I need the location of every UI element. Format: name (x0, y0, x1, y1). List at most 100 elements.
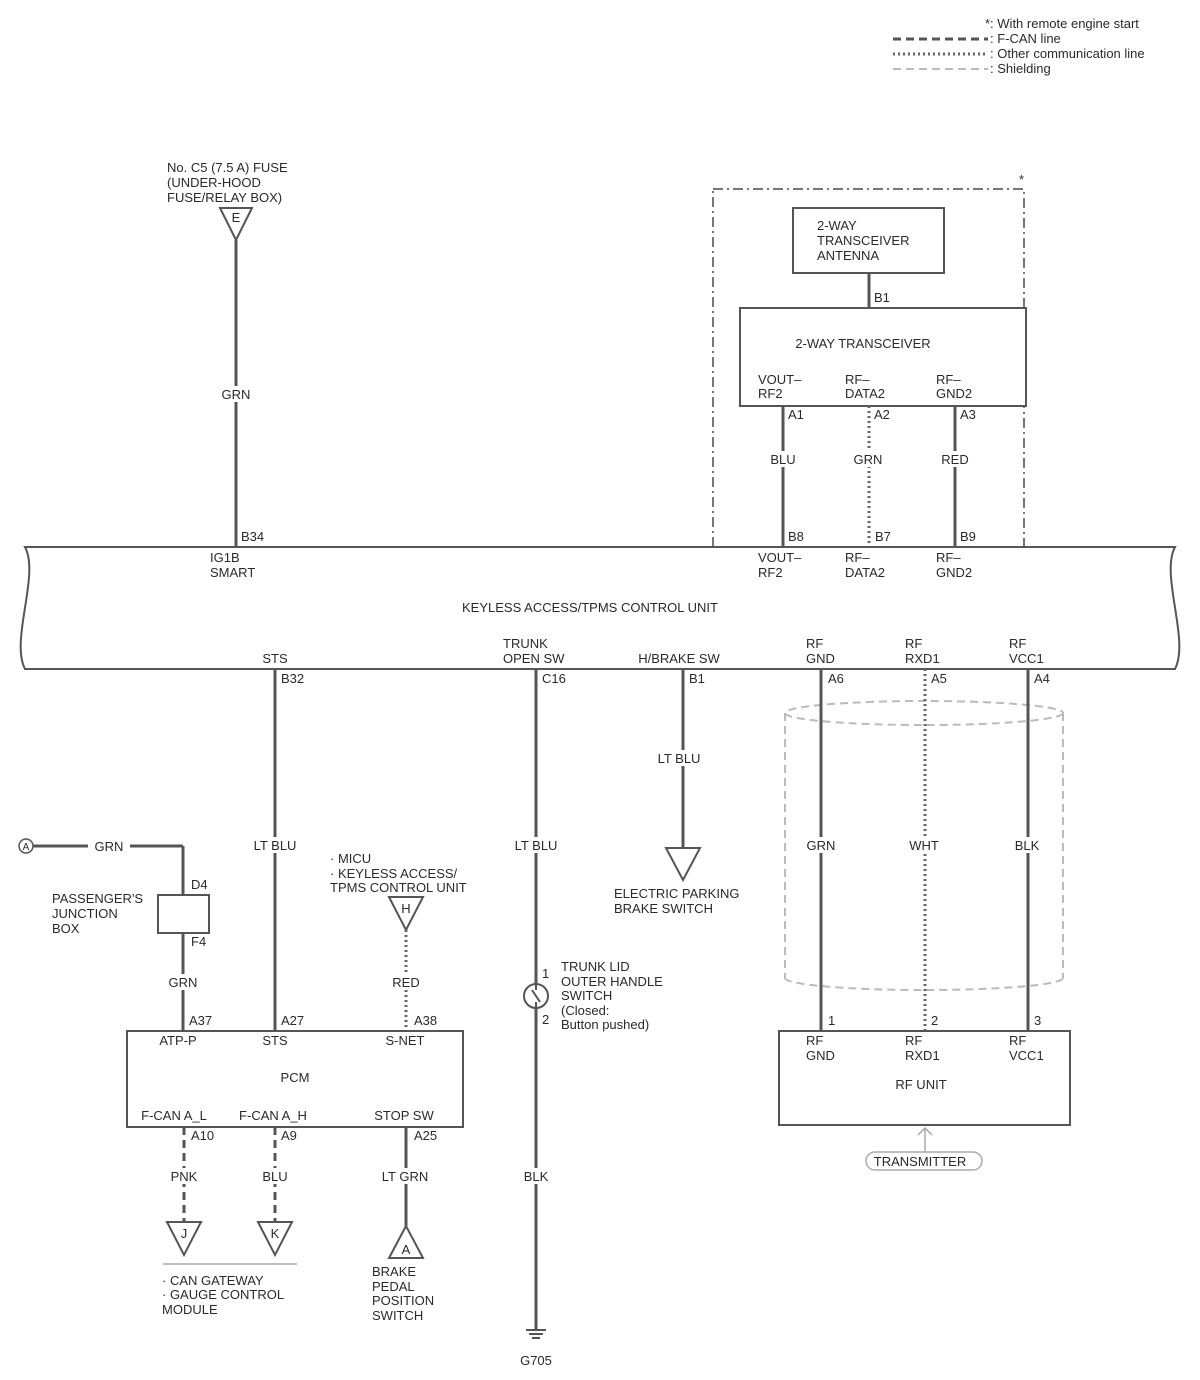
junction-box-circuit: A GRN D4 F4 PASSENGER'S JUNCTION BOX GRN… (18, 838, 212, 1031)
wire-lt-blu-sts-label: LT BLU (254, 838, 297, 853)
unit-sig-trunk-2: OPEN SW (503, 651, 565, 666)
pin-c16: C16 (542, 671, 566, 686)
unit-sig-ig1b: IG1B (210, 550, 240, 565)
rf-unit-vcc-2: VCC1 (1009, 1048, 1044, 1063)
wire-grn-rf-label: GRN (807, 838, 836, 853)
epb-switch-triangle (664, 847, 702, 883)
trunk-switch-label-1: TRUNK LID (561, 959, 630, 974)
unit-sig-vout-1: VOUT– (758, 550, 802, 565)
rf-unit-rxd-1: RF (905, 1033, 922, 1048)
sts-circuit: B32 LT BLU A27 (248, 669, 304, 1031)
pin-a27: A27 (281, 1013, 304, 1028)
rf-unit-gnd-2: GND (806, 1048, 835, 1063)
legend-other: : Other communication line (990, 46, 1145, 61)
epb-label-2: BRAKE SWITCH (614, 901, 713, 916)
trunk-circuit: C16 LT BLU 1 2 TRUNK LID OUTER HANDLE SW… (509, 669, 663, 1368)
unit-sig-gnd2-2: GND2 (936, 565, 972, 580)
rf-unit-box (778, 1030, 1071, 1126)
pin-a3: A3 (960, 407, 976, 422)
trunk-switch-pin2: 2 (542, 1012, 549, 1027)
fuse-block: No. C5 (7.5 A) FUSE (UNDER-HOOD FUSE/REL… (167, 160, 288, 547)
unit-sig-smart: SMART (210, 565, 255, 580)
rf-pin-3: 3 (1034, 1013, 1041, 1028)
pin-b7: B7 (875, 529, 891, 544)
pcm-block: ATP-P STS S-NET PCM F-CAN A_L F-CAN A_H … (126, 1030, 464, 1323)
transceiver-pin-data-1: RF– (845, 372, 870, 387)
gateway-label-2: · GAUGE CONTROL (162, 1287, 284, 1302)
pin-b8: B8 (788, 529, 804, 544)
brake-switch-label-4: SWITCH (372, 1308, 423, 1323)
wire-wht-label: WHT (909, 838, 939, 853)
connector-j-label: J (181, 1226, 188, 1241)
wire-red-label: RED (941, 452, 968, 467)
wire-grn-transceiver-label: GRN (854, 452, 883, 467)
pin-f4: F4 (191, 934, 206, 949)
rf-unit-rxd-2: RXD1 (905, 1048, 940, 1063)
epb-label-1: ELECTRIC PARKING (614, 886, 739, 901)
pcm-pin-fcanl: F-CAN A_L (141, 1108, 207, 1123)
trunk-switch-pin1: 1 (542, 966, 549, 981)
pin-a6: A6 (828, 671, 844, 686)
transceiver-pin-vout-1: VOUT– (758, 372, 802, 387)
unit-sig-vcc-2: VCC1 (1009, 651, 1044, 666)
fuse-label-2: (UNDER-HOOD (167, 175, 261, 190)
transceiver-antenna-box (792, 207, 945, 274)
transceiver-box (739, 307, 1027, 407)
control-unit-title: KEYLESS ACCESS/TPMS CONTROL UNIT (462, 600, 718, 615)
wire-lt-blu-trunk-label: LT BLU (515, 838, 558, 853)
unit-sig-rxd-1: RF (905, 636, 922, 651)
unit-sig-hbrake: H/BRAKE SW (638, 651, 720, 666)
micu-label-1: · MICU (330, 851, 371, 866)
snet-circuit: · MICU · KEYLESS ACCESS/ TPMS CONTROL UN… (330, 851, 467, 1031)
brake-switch-label-1: BRAKE (372, 1264, 416, 1279)
pin-a5: A5 (931, 671, 947, 686)
pin-a25: A25 (414, 1128, 437, 1143)
pin-antenna-b1: B1 (874, 290, 890, 305)
unit-sig-gnd2-1: RF– (936, 550, 961, 565)
legend-remote-start: *: With remote engine start (985, 16, 1139, 31)
pin-b9: B9 (960, 529, 976, 544)
micu-label-2: · KEYLESS ACCESS/ (330, 866, 458, 881)
transmitter-label: TRANSMITTER (874, 1154, 966, 1169)
connector-k-label: K (271, 1226, 280, 1241)
unit-sig-trunk-1: TRUNK (503, 636, 548, 651)
remote-start-group: * 2-WAY TRANSCEIVER ANTENNA B1 2-WAY TRA… (712, 172, 1027, 588)
pcm-label: PCM (281, 1070, 310, 1085)
transceiver-pin-vout-2: RF2 (758, 386, 783, 401)
pin-a1: A1 (788, 407, 804, 422)
wire-blu-label: BLU (770, 452, 795, 467)
trunk-switch-label-5: Button pushed) (561, 1017, 649, 1032)
connector-e-label: E (232, 210, 241, 225)
hbrake-circuit: B1 LT BLU ELECTRIC PARKING BRAKE SWITCH (614, 669, 739, 916)
junction-box-symbol (157, 894, 210, 934)
unit-sig-rxd-2: RXD1 (905, 651, 940, 666)
brake-switch-label-2: PEDAL (372, 1279, 415, 1294)
wire-grn-fuse-label: GRN (222, 387, 251, 402)
rf-circuit: A6 GRN 1 A5 WHT 2 A4 BLK 3 RF GND RF RXD… (778, 669, 1071, 1171)
legend: *: With remote engine start : F-CAN line… (893, 16, 1145, 76)
wire-blk-label: BLK (524, 1169, 549, 1184)
junction-label-2: JUNCTION (52, 906, 118, 921)
transceiver-pin-gnd-2: GND2 (936, 386, 972, 401)
gateway-label-3: MODULE (162, 1302, 218, 1317)
legend-shield: : Shielding (990, 61, 1051, 76)
wire-lt-grn-label: LT GRN (382, 1169, 428, 1184)
pin-b1-hbrake: B1 (689, 671, 705, 686)
transmitter-badge (865, 1151, 983, 1171)
connector-a-label: A (23, 842, 30, 853)
pin-a10: A10 (191, 1128, 214, 1143)
connector-h-label: H (401, 901, 410, 916)
pin-a4: A4 (1034, 671, 1050, 686)
transceiver-pin-gnd-1: RF– (936, 372, 961, 387)
pcm-box (126, 1030, 464, 1128)
control-unit-outline (19, 546, 1181, 670)
unit-sig-vout-2: RF2 (758, 565, 783, 580)
keyless-control-unit: IG1B SMART VOUT– RF2 RF– DATA2 RF– GND2 … (19, 546, 1181, 670)
pin-a2: A2 (874, 407, 890, 422)
pcm-pin-fcanh: F-CAN A_H (239, 1108, 307, 1123)
pin-b34: B34 (241, 529, 264, 544)
pin-a9: A9 (281, 1128, 297, 1143)
connector-j-triangle (165, 1221, 203, 1258)
transceiver-label: 2-WAY TRANSCEIVER (795, 336, 930, 351)
